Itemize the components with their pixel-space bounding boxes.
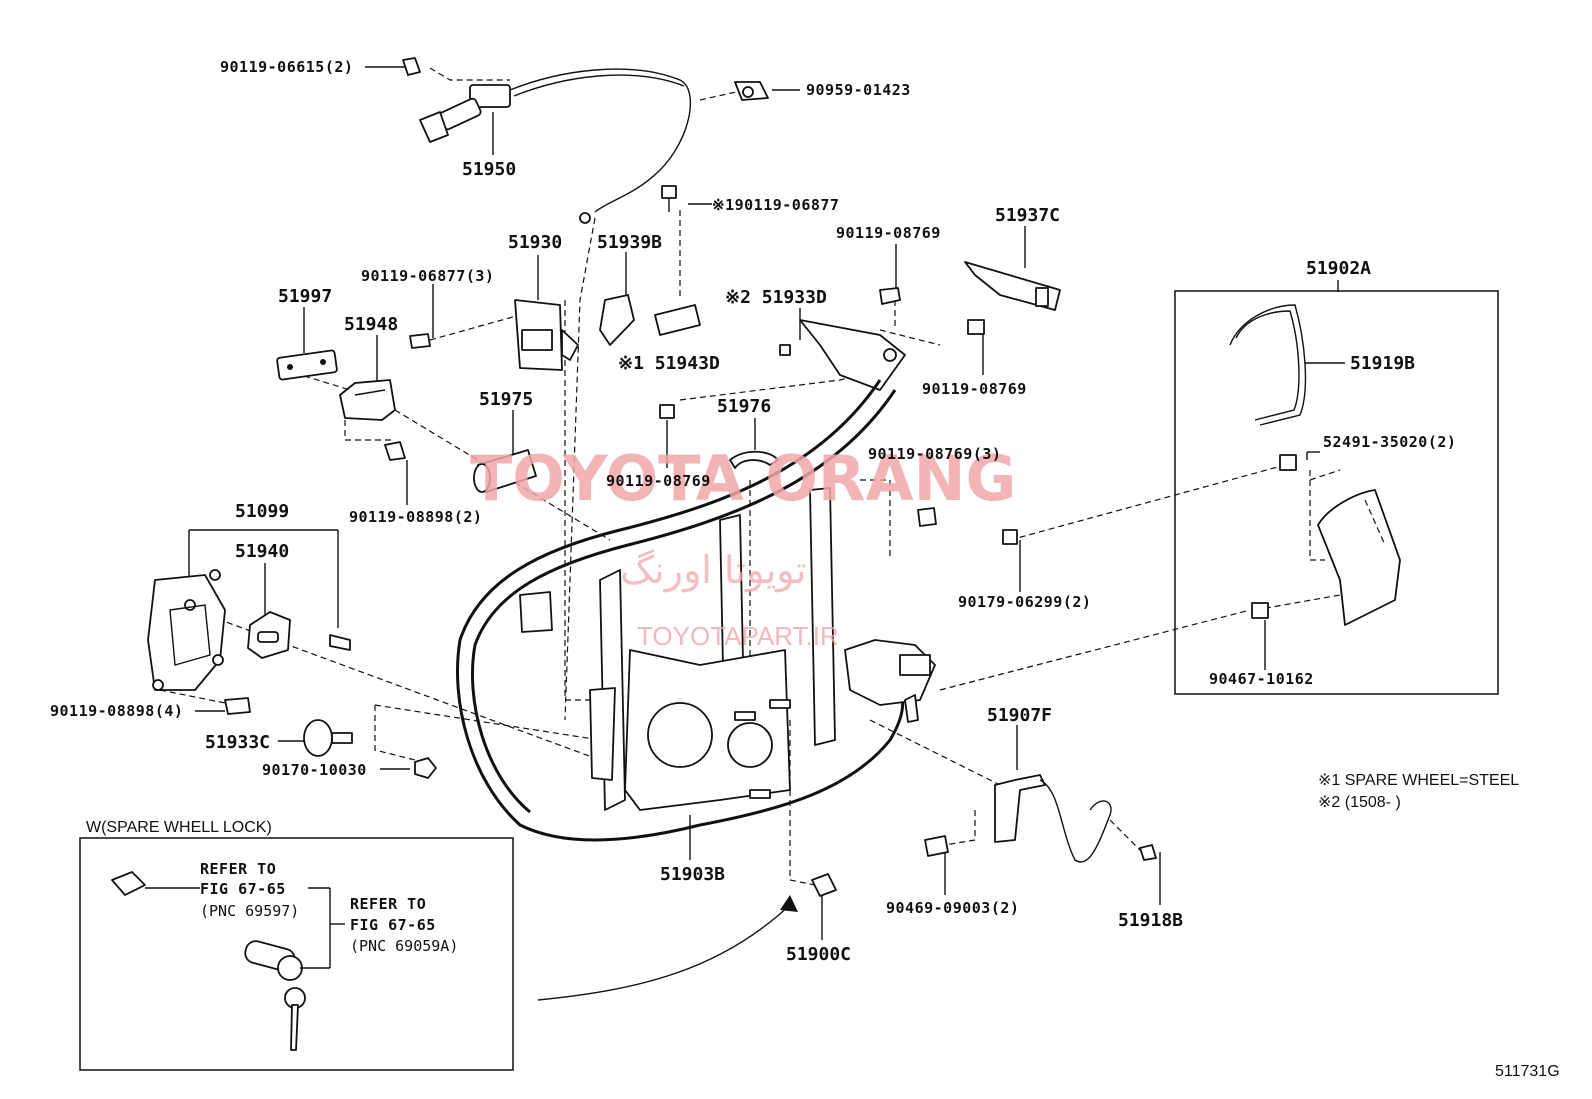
wheel-lock-icon	[111, 871, 146, 896]
bracket-51933D	[779, 319, 906, 391]
inset-refer2-line1: REFER TO	[350, 895, 426, 913]
label-51933D: ※2 51933D	[725, 287, 827, 308]
label-51900C: 51900C	[786, 944, 851, 965]
plate-51997	[276, 349, 338, 381]
label-51099: 51099	[235, 501, 289, 522]
label-51930: 51930	[508, 232, 562, 253]
label-190119-06877: ※190119-06877	[712, 196, 839, 214]
label-90119-06615: 90119-06615(2)	[220, 58, 353, 76]
label-51919B: 51919B	[1350, 353, 1415, 374]
bracket-51930	[514, 299, 579, 371]
figure-id: 511731G	[1495, 1063, 1560, 1080]
label-51997: 51997	[278, 286, 332, 307]
label-51940: 51940	[235, 541, 289, 562]
label-51948: 51948	[344, 314, 398, 335]
watermark-site: TOYOTAPART.IR	[637, 621, 839, 651]
pad-51943D	[654, 304, 701, 336]
striker-51940	[247, 611, 291, 659]
leader-lines	[188, 66, 1345, 940]
cable-51907F	[994, 774, 1157, 863]
bar-51919B	[1229, 304, 1307, 426]
label-51976: 51976	[717, 396, 771, 417]
inset-refer1-line1: REFER TO	[200, 860, 276, 878]
label-51902A: 51902A	[1306, 258, 1371, 279]
clip-90469-09003	[924, 835, 949, 857]
tube-51975	[473, 449, 537, 493]
label-90119-08769-3: 90119-08769(3)	[868, 445, 1001, 463]
label-51918B: 51918B	[1118, 910, 1183, 931]
label-90119-08769-b: 90119-08769	[922, 380, 1027, 398]
inset-box	[79, 837, 514, 1071]
inset-refer1-line3: (PNC 69597)	[200, 902, 299, 920]
label-51943D: ※1 51943D	[618, 353, 720, 374]
key-cylinder-icon	[244, 940, 306, 1051]
cover-plate-kit	[1317, 489, 1401, 626]
cover-51099	[147, 569, 226, 691]
label-90179-06299: 90179-06299(2)	[958, 593, 1091, 611]
label-90467-10162: 90467-10162	[1209, 670, 1314, 688]
label-90170-10030: 90170-10030	[262, 761, 367, 779]
bolt-small	[224, 57, 1297, 715]
label-90469-09003: 90469-09003(2)	[886, 899, 1019, 917]
inset-arrowhead	[780, 895, 798, 912]
note-date: ※2 (1508- )	[1318, 794, 1401, 811]
part-labels: 90119-06615(2) 90959-01423 51950 ※190119…	[50, 58, 1456, 965]
note-spare-wheel: ※1 SPARE WHEEL=STEEL	[1318, 772, 1519, 789]
release-cable-51950	[419, 68, 692, 224]
carrier-51903B	[456, 379, 905, 842]
bumper-51933C	[303, 719, 353, 757]
label-90119-08898-4: 90119-08898(4)	[50, 702, 183, 720]
label-52491-35020: 52491-35020(2)	[1323, 433, 1456, 451]
label-51933C: 51933C	[205, 732, 270, 753]
label-90119-06877-3: 90119-06877(3)	[361, 267, 494, 285]
inset-refer2-line3: (PNC 69059A)	[350, 937, 458, 955]
lock-51900C	[811, 873, 837, 897]
label-90119-08769-a: 90119-08769	[836, 224, 941, 242]
watermark-main: TOYOTA ORANG	[470, 442, 1016, 515]
nut-90170-10030	[414, 757, 437, 779]
label-51939B: 51939B	[597, 232, 662, 253]
label-90119-08898-2: 90119-08898(2)	[349, 508, 482, 526]
label-51975: 51975	[479, 389, 533, 410]
label-51907F: 51907F	[987, 705, 1052, 726]
label-51903B: 51903B	[660, 864, 725, 885]
inset-refer2-line2: FIG 67-65	[350, 916, 436, 934]
cushion-51976	[729, 450, 779, 469]
clip-90959-01423	[734, 81, 769, 101]
kit-box-51902A	[1174, 290, 1499, 695]
pad-51939B	[599, 294, 635, 346]
label-90119-08769-c: 90119-08769	[606, 472, 711, 490]
watermark-persian: تویوتا اورنگ	[620, 548, 807, 593]
protector-51937C	[964, 261, 1061, 311]
label-51937C: 51937C	[995, 205, 1060, 226]
label-90959-01423: 90959-01423	[806, 81, 911, 99]
latch-assy	[844, 639, 936, 723]
stopper-51948	[339, 379, 396, 421]
inset-arrow	[537, 904, 791, 1001]
inset-title: W(SPARE WHELL LOCK)	[86, 819, 272, 836]
inset-refer1-line2: FIG 67-65	[200, 880, 286, 898]
label-51950: 51950	[462, 159, 516, 180]
